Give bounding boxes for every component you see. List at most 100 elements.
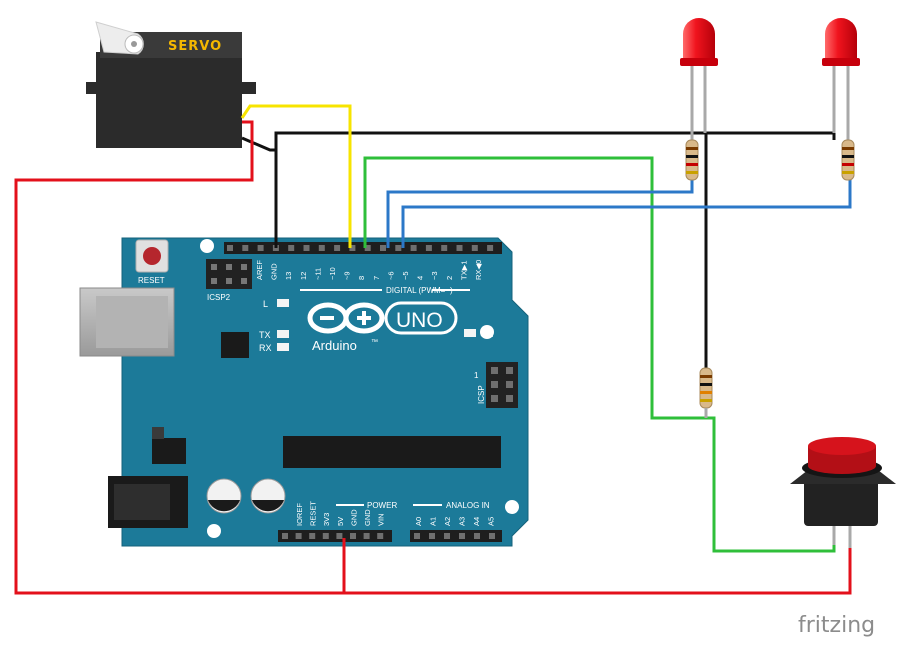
header-pin-hole: [322, 533, 329, 539]
resistor-icon: [841, 139, 855, 181]
pin-label: RX◀0: [474, 260, 483, 280]
model-label: UNO: [396, 309, 443, 332]
header-pin-hole: [364, 245, 371, 251]
pin-label: ~3: [430, 271, 439, 280]
resistor-icon: [685, 139, 699, 181]
voltage-regulator: [152, 427, 186, 464]
trademark-label: ™: [371, 339, 378, 346]
servo-label: SERVO: [168, 39, 222, 54]
pin-label: A0: [414, 517, 423, 526]
header-pin-hole: [282, 533, 288, 539]
pin-label: A4: [472, 517, 481, 526]
pin-label: 4: [416, 276, 425, 280]
analog-header: [410, 530, 502, 542]
header-pin-hole: [459, 533, 465, 539]
icsp-header: [486, 362, 518, 408]
atmega-chip: [283, 436, 501, 468]
header-pin-hole: [380, 245, 386, 251]
header-pin-hole: [410, 245, 417, 251]
pin-label: ~11: [313, 268, 322, 280]
power-label: POWER: [367, 501, 397, 510]
pin-label: TX▶1: [459, 260, 468, 280]
pin-label: GND: [270, 263, 279, 280]
icsp-label: ICSP: [477, 385, 486, 404]
mounting-hole: [480, 325, 494, 339]
wire-led1-blue: [386, 178, 694, 248]
header-pin-hole: [288, 245, 295, 251]
pin-label: ~9: [343, 271, 352, 280]
header-pin-hole: [257, 245, 264, 251]
pin-label: A2: [443, 517, 452, 526]
led-tx-indicator: [277, 330, 289, 338]
led-l-indicator: [277, 299, 289, 307]
header-pin-hole: [429, 533, 435, 539]
pin-label: RESET: [309, 501, 318, 526]
wire-led2-blue: [401, 180, 852, 248]
capacitor-icon: [250, 478, 286, 514]
pin-label: 8: [357, 276, 366, 280]
pin-label: AREF: [255, 260, 264, 280]
pin-label: GND: [363, 509, 372, 526]
led-rx-label: RX: [259, 343, 272, 353]
push-button-icon: [790, 437, 896, 548]
pin-label: VIN: [377, 513, 386, 526]
digital-label: DIGITAL (PWM=~): [386, 286, 453, 295]
pin-label: A5: [487, 517, 496, 526]
on-label: ON: [480, 329, 494, 339]
pin-label: IOREF: [295, 503, 304, 526]
fritzing-brand: fritzing: [798, 613, 875, 638]
mounting-hole: [200, 239, 214, 253]
header-pin-hole: [349, 245, 356, 251]
servo-motor-icon: [86, 21, 256, 148]
mounting-hole: [505, 500, 519, 514]
icsp2-header: [206, 259, 252, 289]
header-pin-hole: [425, 245, 432, 251]
brand-label: Arduino: [312, 338, 357, 353]
led-tx-label: TX: [259, 330, 271, 340]
pin-label: A1: [429, 517, 438, 526]
led-l-label: L: [263, 299, 268, 309]
pin-label: 5V: [336, 517, 345, 526]
header-pin-hole: [489, 533, 495, 539]
wire-gnd-black: [241, 131, 836, 152]
pin-label: A3: [458, 517, 467, 526]
digital-header: [224, 242, 502, 254]
pin-label: 7: [372, 276, 381, 280]
pin-label: 13: [284, 272, 293, 280]
resistor-icon: [699, 367, 713, 418]
header-pin-hole: [303, 245, 310, 251]
icsp-pin-hole: [506, 367, 513, 374]
led-rx-indicator: [277, 343, 289, 351]
pin-label: 2: [445, 276, 454, 280]
header-pin-hole: [395, 245, 402, 251]
icsp-pin1-label: 1: [474, 371, 479, 380]
pin-label: ~5: [401, 271, 410, 280]
pin-label: 12: [299, 272, 308, 280]
usb-port-icon: [79, 287, 175, 357]
header-pin-hole: [242, 245, 249, 251]
header-pin-hole: [318, 245, 325, 251]
header-pin-hole: [227, 245, 233, 251]
led-on-indicator: [464, 329, 476, 337]
header-pin-hole: [295, 533, 302, 539]
pin-label: ~10: [328, 267, 337, 280]
reset-button[interactable]: [135, 239, 169, 273]
icsp2-label: ICSP2: [207, 293, 231, 302]
wire-5v-to-button: [344, 548, 852, 595]
header-pin-hole: [441, 245, 448, 251]
header-pin-hole: [350, 533, 356, 539]
header-pin-hole: [309, 533, 316, 539]
header-pin-hole: [363, 533, 370, 539]
led-icon: [822, 18, 860, 140]
icsp-pin-hole: [491, 395, 498, 402]
wire-servo-signal-yellow: [240, 104, 352, 248]
header-pin-hole: [377, 533, 384, 539]
pin-label: GND: [349, 509, 358, 526]
header-pin-hole: [456, 245, 463, 251]
icsp-pin-hole: [506, 381, 513, 388]
analog-pin-labels: A0 A1 A2 A3 A4 A5: [414, 517, 496, 526]
header-pin-hole: [334, 245, 341, 251]
header-pin-hole: [444, 533, 450, 539]
